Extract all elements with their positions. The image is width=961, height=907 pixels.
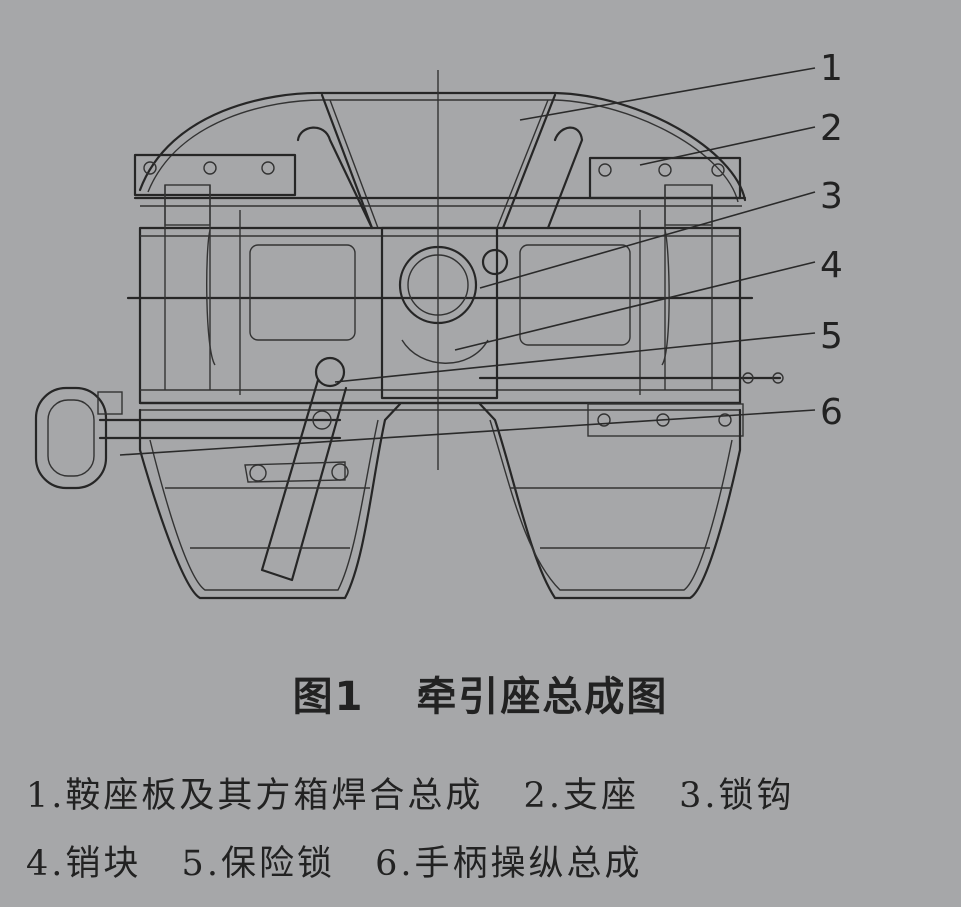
callout-2: 2 bbox=[820, 108, 843, 149]
handle-grip bbox=[34, 386, 108, 490]
figure-title: 牵引座总成图 bbox=[416, 674, 669, 720]
leader-6 bbox=[119, 409, 816, 456]
callout-1: 1 bbox=[820, 48, 843, 89]
parts-legend: 1.鞍座板及其方箱焊合总成 2.支座 3.锁钩 4.销块 5.保险锁 6.手柄操… bbox=[26, 762, 936, 898]
figure-caption: 图1 牵引座总成图 bbox=[0, 664, 961, 722]
legend-item-5: 5.保险锁 bbox=[181, 844, 335, 884]
legend-item-4: 4.销块 bbox=[26, 844, 142, 884]
legend-item-1: 1.鞍座板及其方箱焊合总成 bbox=[26, 776, 484, 816]
figure-label: 图1 bbox=[292, 674, 365, 720]
callout-5: 5 bbox=[820, 316, 843, 357]
fifth-wheel-assembly-diagram: 1 2 3 4 5 6 bbox=[34, 48, 843, 600]
leader-2 bbox=[639, 126, 816, 166]
left-ramp bbox=[138, 402, 402, 600]
saddle-plate-outline bbox=[138, 91, 747, 202]
release-lever bbox=[260, 378, 348, 582]
lock-housing bbox=[380, 226, 499, 400]
leader-3 bbox=[479, 191, 816, 289]
left-bracket bbox=[133, 153, 297, 197]
callout-3: 3 bbox=[820, 176, 843, 217]
callout-4: 4 bbox=[820, 245, 843, 286]
lock-hook-pivot bbox=[481, 248, 509, 276]
legend-item-3: 3.锁钩 bbox=[679, 776, 795, 816]
legend-item-6: 6.手柄操纵总成 bbox=[375, 844, 643, 884]
legend-item-2: 2.支座 bbox=[523, 776, 639, 816]
leader-5 bbox=[334, 332, 816, 383]
callout-6: 6 bbox=[820, 392, 843, 433]
leader-4 bbox=[454, 261, 816, 351]
leader-1 bbox=[519, 67, 816, 121]
right-ramp bbox=[478, 402, 742, 600]
